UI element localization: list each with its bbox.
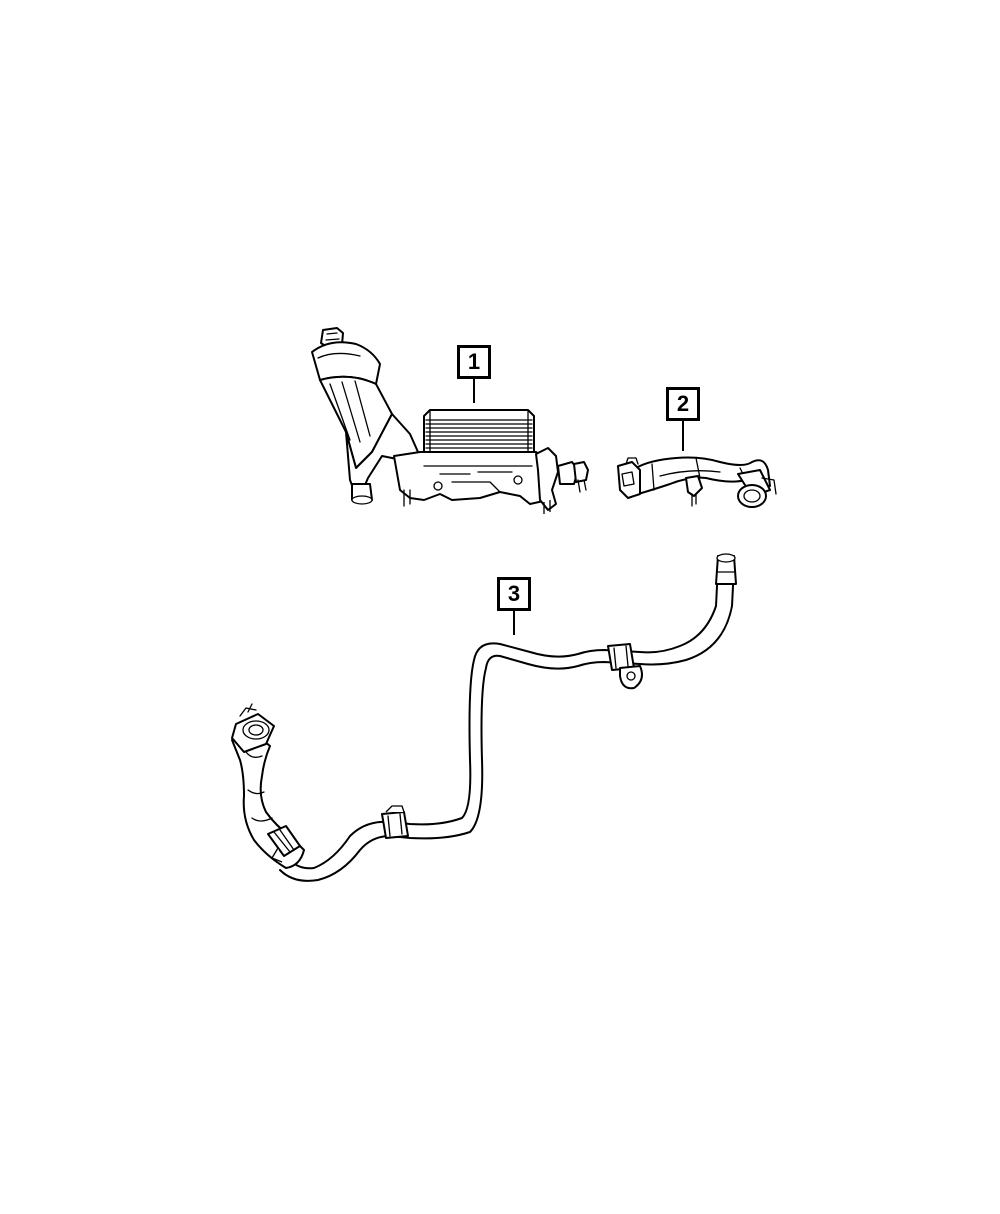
callout-part-3-leader [513, 611, 515, 635]
oil-cooler-filter-housing [311, 327, 589, 514]
callout-part-1[interactable]: 1 [457, 345, 491, 379]
callout-part-1-label: 1 [467, 349, 481, 374]
coolant-tube-long [231, 553, 737, 882]
callout-part-2-leader [682, 421, 684, 451]
callout-part-3[interactable]: 3 [497, 577, 531, 611]
callout-part-3-label: 3 [507, 581, 521, 606]
coolant-hose-short [617, 456, 777, 508]
callout-part-2[interactable]: 2 [666, 387, 700, 421]
callout-part-1-leader [473, 379, 475, 403]
callout-part-2-label: 2 [676, 391, 690, 416]
